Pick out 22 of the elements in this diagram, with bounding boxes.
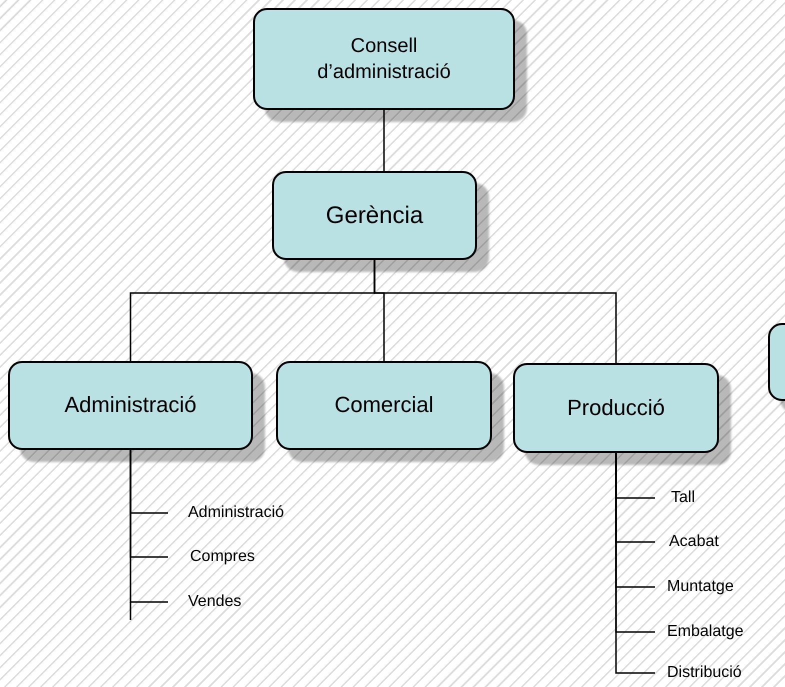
section-label: Embalatge bbox=[667, 623, 744, 641]
department-box bbox=[276, 361, 492, 450]
section-label: Administració bbox=[188, 504, 284, 522]
department-name: Consell d’administració bbox=[316, 34, 452, 85]
department-box bbox=[513, 363, 719, 453]
department-name: Gerència bbox=[326, 200, 424, 231]
department-box bbox=[8, 361, 253, 450]
department-box bbox=[253, 8, 515, 110]
department-name: Producció bbox=[567, 394, 665, 422]
section-label: Muntatge bbox=[667, 578, 734, 596]
section-label: Tall bbox=[671, 489, 696, 507]
connector-line bbox=[374, 260, 617, 363]
department-name: Comercial bbox=[334, 391, 434, 420]
section-label: Distribució bbox=[667, 664, 742, 682]
connector-line bbox=[383, 110, 385, 171]
connector-line bbox=[615, 453, 655, 674]
department-box bbox=[272, 171, 477, 260]
department-name: Administració bbox=[64, 391, 197, 420]
connector-line bbox=[130, 450, 168, 603]
section-label: Vendes bbox=[188, 593, 242, 611]
section-label: Compres bbox=[190, 548, 255, 566]
section-label: Acabat bbox=[669, 533, 719, 551]
